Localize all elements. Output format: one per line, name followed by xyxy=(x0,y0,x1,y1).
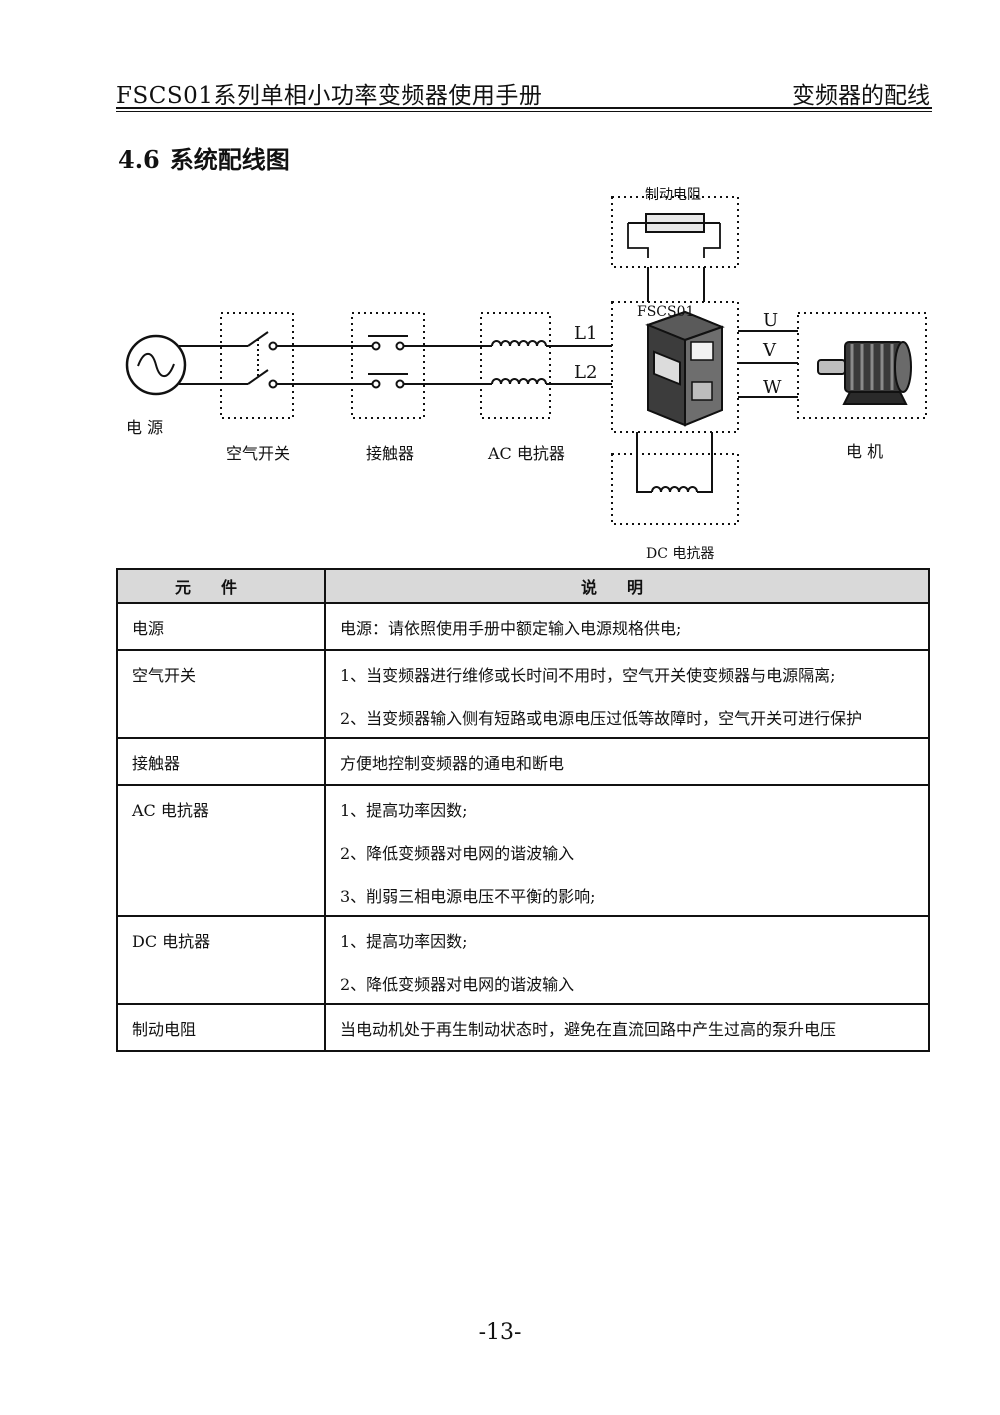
label-w: W xyxy=(763,377,782,398)
page-header: FSCS01系列单相小功率变频器使用手册 变频器的配线 xyxy=(116,72,932,112)
table-row: 电源 电源：请依照使用手册中额定输入电源规格供电; xyxy=(116,602,930,651)
table-row: 空气开关 1、当变频器进行维修或长时间不用时，空气开关使变频器与电源隔离; 2、… xyxy=(116,649,930,739)
label-motor: 电 机 xyxy=(846,442,884,461)
label-l2: L2 xyxy=(574,362,598,383)
table-row: DC 电抗器 1、提高功率因数; 2、降低变频器对电网的谐波输入 xyxy=(116,915,930,1005)
component-cell: 制动电阻 xyxy=(116,1003,326,1052)
description-cell: 当电动机处于再生制动状态时，避免在直流回路中产生过高的泵升电压 xyxy=(324,1003,930,1052)
label-ac-reactor: AC 电抗器 xyxy=(488,444,565,463)
header-rule xyxy=(116,107,932,109)
table-row: 接触器 方便地控制变频器的通电和断电 xyxy=(116,737,930,786)
section-title: 4.6 系统配线图 xyxy=(118,140,290,175)
table-row: AC 电抗器 1、提高功率因数; 2、降低变频器对电网的谐波输入 3、削弱三相电… xyxy=(116,784,930,917)
wiring-diagram: 电 源 空气开关 接触器 AC 电抗器 制动电阻 FSCS01 DC 电抗器 电… xyxy=(100,182,950,567)
power-source-icon xyxy=(125,334,187,396)
description-line: 3、削弱三相电源电压不平衡的影响; xyxy=(340,887,596,906)
inverter-box xyxy=(611,301,739,433)
ac-reactor-box xyxy=(480,312,551,419)
description-line: 2、当变频器输入侧有短路或电源电压过低等故障时，空气开关可进行保护 xyxy=(340,709,863,728)
label-u: U xyxy=(763,310,779,331)
wiring-diagram-graphic xyxy=(125,196,927,525)
description-line: 2、降低变频器对电网的谐波输入 xyxy=(340,844,575,863)
component-table: 元件 说明 电源 电源：请依照使用手册中额定输入电源规格供电; 空气开关 1、当… xyxy=(116,568,930,1052)
component-cell: AC 电抗器 xyxy=(116,784,326,917)
description-line: 1、当变频器进行维修或长时间不用时，空气开关使变频器与电源隔离; xyxy=(340,666,836,685)
manual-title: FSCS01系列单相小功率变频器使用手册 xyxy=(116,83,543,109)
motor-icon xyxy=(817,341,912,405)
component-cell: DC 电抗器 xyxy=(116,915,326,1005)
ac-reactor-coil-icon xyxy=(491,340,547,385)
brake-resistor-icon xyxy=(627,213,721,258)
label-brake-resistor: 制动电阻 xyxy=(645,187,701,203)
description-cell: 1、提高功率因数; 2、降低变频器对电网的谐波输入 3、削弱三相电源电压不平衡的… xyxy=(324,784,930,917)
description-line: 2、降低变频器对电网的谐波输入 xyxy=(340,975,575,994)
label-breaker: 空气开关 xyxy=(226,444,291,463)
page-number: -13- xyxy=(478,1320,522,1345)
component-cell: 空气开关 xyxy=(116,649,326,739)
contactor-contact-icon xyxy=(368,335,408,389)
section-heading: 系统配线图 xyxy=(169,145,290,174)
description-line: 当电动机处于再生制动状态时，避免在直流回路中产生过高的泵升电压 xyxy=(340,1020,837,1039)
label-l1: L1 xyxy=(574,323,598,344)
label-dc-reactor: DC 电抗器 xyxy=(646,546,715,562)
header-component: 元件 xyxy=(116,568,326,604)
breaker-box xyxy=(220,312,294,419)
component-cell: 接触器 xyxy=(116,737,326,786)
inverter-icon xyxy=(645,310,725,427)
dc-reactor-box xyxy=(611,453,739,525)
description-cell: 1、提高功率因数; 2、降低变频器对电网的谐波输入 xyxy=(324,915,930,1005)
header-rule-thin xyxy=(116,111,932,112)
description-line: 方便地控制变频器的通电和断电 xyxy=(340,754,565,773)
brake-resistor-box xyxy=(611,196,739,268)
description-cell: 电源：请依照使用手册中额定输入电源规格供电; xyxy=(324,602,930,651)
motor-box xyxy=(797,312,927,419)
table-row: 制动电阻 当电动机处于再生制动状态时，避免在直流回路中产生过高的泵升电压 xyxy=(116,1003,930,1052)
label-power: 电 源 xyxy=(126,418,164,437)
description-cell: 1、当变频器进行维修或长时间不用时，空气开关使变频器与电源隔离; 2、当变频器输… xyxy=(324,649,930,739)
chapter-title: 变频器的配线 xyxy=(792,83,930,109)
label-v: V xyxy=(763,340,776,361)
contactor-box xyxy=(351,312,425,419)
description-line: 1、提高功率因数; xyxy=(340,932,468,951)
header-description: 说明 xyxy=(324,568,930,604)
description-line: 电源：请依照使用手册中额定输入电源规格供电; xyxy=(340,619,682,638)
component-cell: 电源 xyxy=(116,602,326,651)
dc-reactor-coil-icon xyxy=(636,454,713,493)
breaker-switch-icon xyxy=(240,331,278,389)
section-number: 4.6 xyxy=(118,145,160,174)
label-contactor: 接触器 xyxy=(366,444,415,463)
label-inverter: FSCS01 xyxy=(637,304,695,320)
table-header-row: 元件 说明 xyxy=(116,568,930,604)
description-line: 1、提高功率因数; xyxy=(340,801,468,820)
description-cell: 方便地控制变频器的通电和断电 xyxy=(324,737,930,786)
